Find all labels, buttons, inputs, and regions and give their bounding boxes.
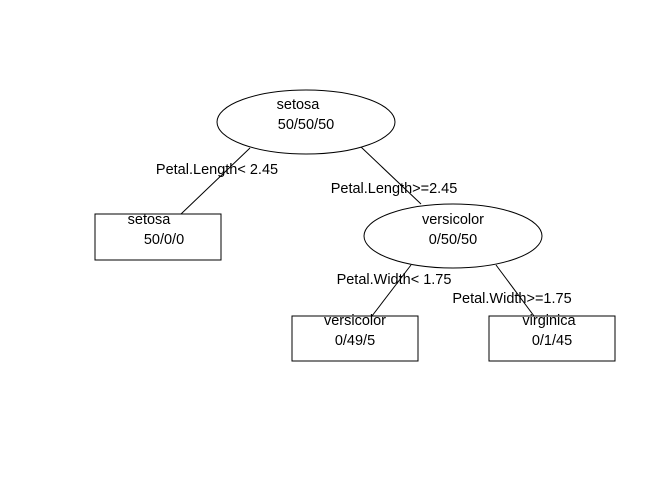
node-versicolor-leaf-box bbox=[291, 315, 419, 362]
node-setosa-box bbox=[94, 213, 222, 261]
edge-root-to-versicolor bbox=[360, 146, 422, 205]
node-versicolor-counts: 0/50/50 bbox=[429, 232, 477, 248]
node-virginica-counts: 0/1/45 bbox=[532, 333, 572, 349]
node-versicolor-leaf-label: versicolor bbox=[324, 313, 386, 329]
node-root-counts: 50/50/50 bbox=[278, 117, 334, 133]
node-root-ellipse bbox=[216, 89, 396, 155]
edge-label-petal-width-ge: Petal.Width>=1.75 bbox=[452, 291, 571, 307]
edge-versicolor-to-versicolor-leaf bbox=[371, 264, 412, 317]
node-setosa-label: setosa bbox=[128, 212, 172, 228]
node-versicolor-leaf: versicolor 0/49/5 bbox=[291, 313, 419, 362]
node-versicolor-ellipse bbox=[363, 203, 543, 269]
node-setosa-counts: 50/0/0 bbox=[144, 232, 184, 248]
node-setosa-leaf: setosa 50/0/0 bbox=[94, 212, 222, 261]
node-root-label: setosa bbox=[277, 97, 321, 113]
edge-label-petal-width-lt: Petal.Width< 1.75 bbox=[337, 272, 452, 288]
node-virginica-box bbox=[488, 315, 616, 362]
edge-root-to-setosa bbox=[180, 147, 251, 215]
edge-label-petal-length-lt: Petal.Length< 2.45 bbox=[156, 162, 278, 178]
node-virginica-leaf: virginica 0/1/45 bbox=[488, 313, 616, 362]
edge-label-petal-length-ge: Petal.Length>=2.45 bbox=[331, 181, 458, 197]
node-root: setosa 50/50/50 bbox=[216, 89, 396, 155]
node-virginica-label: virginica bbox=[522, 313, 576, 329]
node-versicolor-leaf-counts: 0/49/5 bbox=[335, 333, 375, 349]
node-versicolor-label: versicolor bbox=[422, 212, 484, 228]
node-versicolor: versicolor 0/50/50 bbox=[363, 203, 543, 269]
edge-versicolor-to-virginica bbox=[495, 264, 535, 317]
